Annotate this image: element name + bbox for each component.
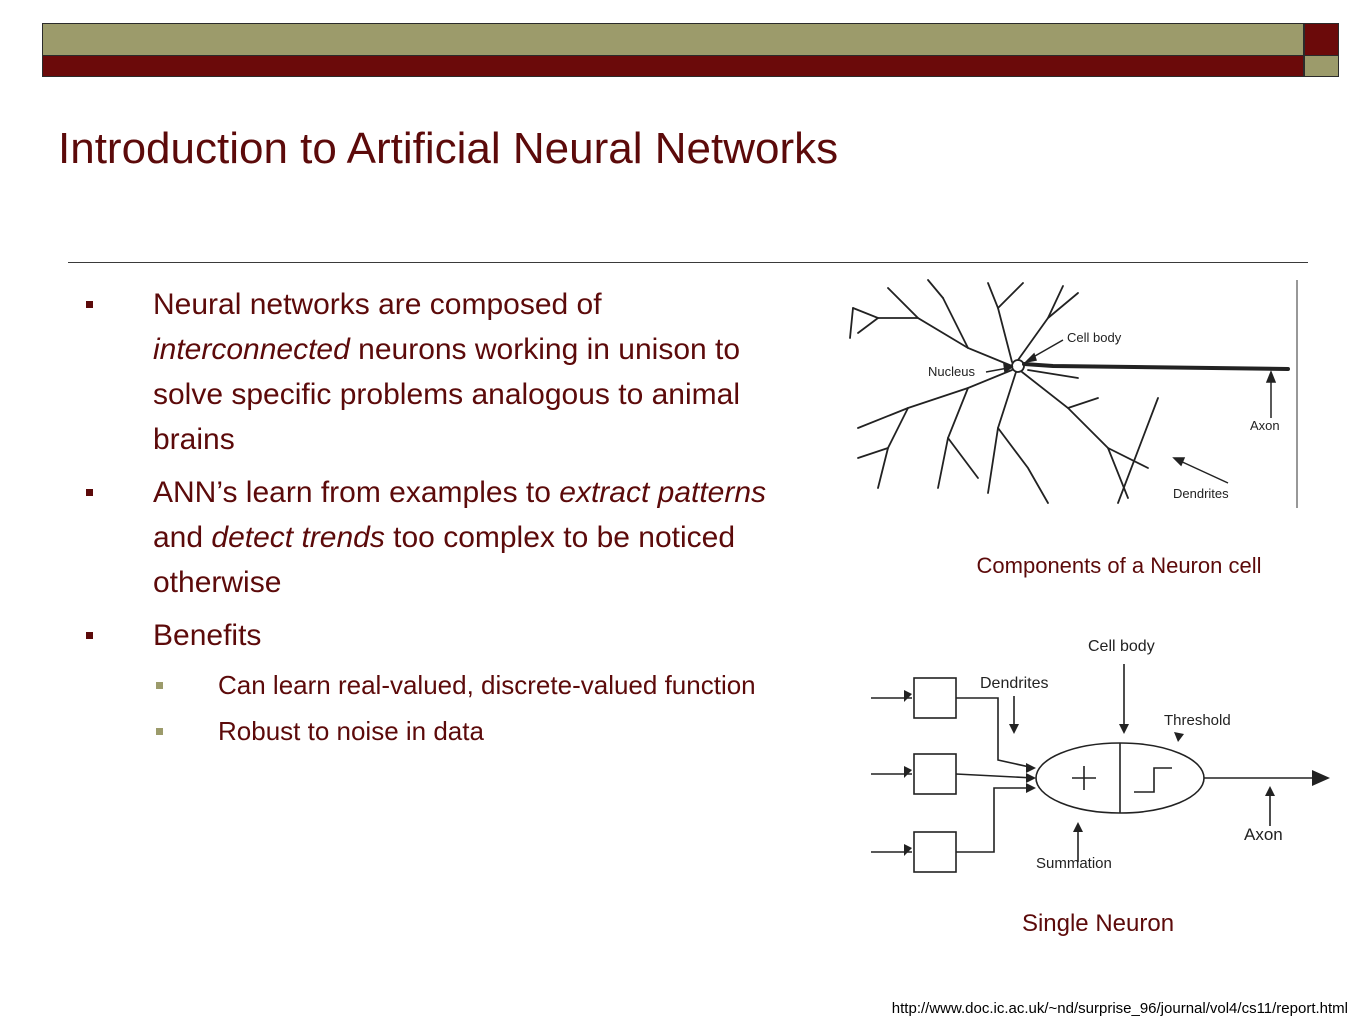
label-dendrites: Dendrites [980,675,1048,692]
slide-title: Introduction to Artificial Neural Networ… [58,124,839,173]
figure-caption-single-neuron: Single Neuron [1021,910,1175,937]
bullet-emphasis: interconnected [153,333,350,366]
maroon-band [42,56,1304,77]
label-nucleus: Nucleus [928,364,975,379]
sub-bullet-text: Can learn real-valued, discrete-valued f… [218,670,756,700]
label-axon: Axon [1244,825,1283,844]
bullet-text: and [153,521,212,554]
bullet-text: Neural networks are composed of [153,288,602,321]
sub-bullet-robust: Robust to noise in data [82,712,782,750]
title-divider [68,262,1308,263]
bullet-text: too complex to be noticed otherwise [153,521,736,599]
corner-square-maroon [1304,23,1339,56]
label-threshold: Threshold [1164,712,1231,729]
figure-caption-neuron-cell: Components of a Neuron cell [976,553,1262,578]
sub-bullet-real-valued: Can learn real-valued, discrete-valued f… [82,666,782,704]
label-dendrites: Dendrites [1173,486,1229,501]
label-axon: Axon [1250,418,1280,433]
bullet-text: Benefits [153,619,262,652]
bullet-benefits: Benefits [82,613,782,658]
sub-bullet-marker-icon [156,728,163,735]
bullet-marker-icon [86,632,93,639]
label-summation: Summation [1036,855,1112,872]
bullet-composition: Neural networks are composed of intercon… [82,282,782,462]
neuron-cell-figure: Cell body Nucleus Axon Dendrites [849,279,1298,508]
label-cell-body: Cell body [1088,638,1155,655]
bullet-text: neurons working in unison to solve speci… [153,333,741,456]
corner-square-olive [1304,56,1339,77]
bullet-list: Neural networks are composed of intercon… [82,282,782,758]
sub-bullet-marker-icon [156,682,163,689]
source-url: http://www.doc.ic.ac.uk/~nd/surprise_96/… [891,1000,1348,1017]
bullet-emphasis: extract patterns [559,476,767,509]
label-cell-body: Cell body [1067,330,1122,345]
bullet-marker-icon [86,489,93,496]
single-neuron-figure: Cell body Dendrites Threshold Axon Summa… [871,638,1330,873]
bullet-text: ANN’s learn from examples to [153,476,560,509]
bullet-learning: ANN’s learn from examples to extract pat… [82,470,782,605]
bullet-marker-icon [86,301,93,308]
olive-band [42,23,1304,56]
sub-bullet-text: Robust to noise in data [218,716,484,746]
top-decorative-bar [42,23,1339,77]
bullet-emphasis: detect trends [211,521,385,554]
